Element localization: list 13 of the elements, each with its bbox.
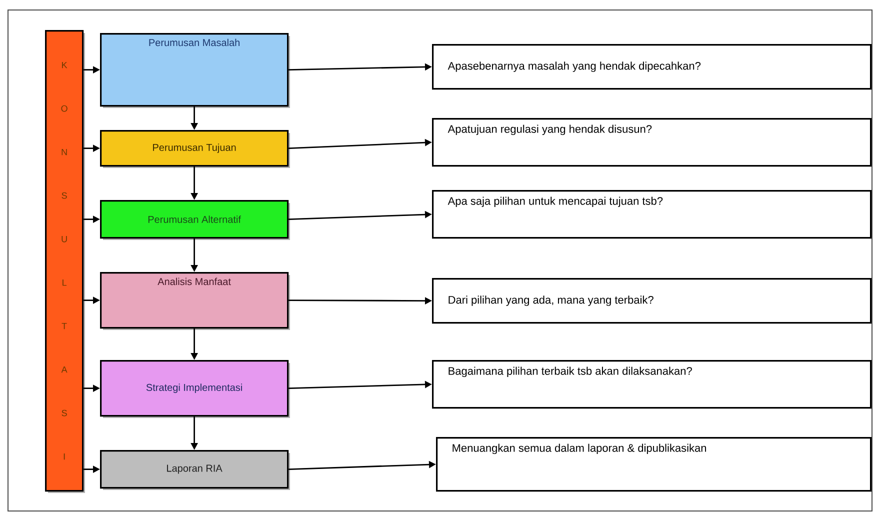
vertical-bar: K O N S U L T A S I [45,30,85,493]
process-box: Perumusan Tujuan [100,130,290,168]
process-box: Perumusan Masalah [100,33,290,108]
question-box: Apasebenarnya masalah yang hendak dipecahkan? [432,44,872,90]
process-box: Perumusan Alternatif [100,200,290,240]
question-box: Bagaimana pilihan terbaik tsb akan dilaksanakan? [432,360,872,409]
question-box: Apatujuan regulasi yang hendak disusun? [432,118,872,167]
question-box: Dari pilihan yang ada, mana yang terbaik? [432,278,872,324]
process-box: Analisis Manfaat [100,272,290,330]
question-box: Menuangkan semua dalam laporan & dipublikasikan [436,437,872,492]
question-box: Apa saja pilihan untuk mencapai tujuan tsb? [432,190,872,239]
process-box: Laporan RIA [100,450,290,490]
process-box: Strategi Implementasi [100,360,290,418]
